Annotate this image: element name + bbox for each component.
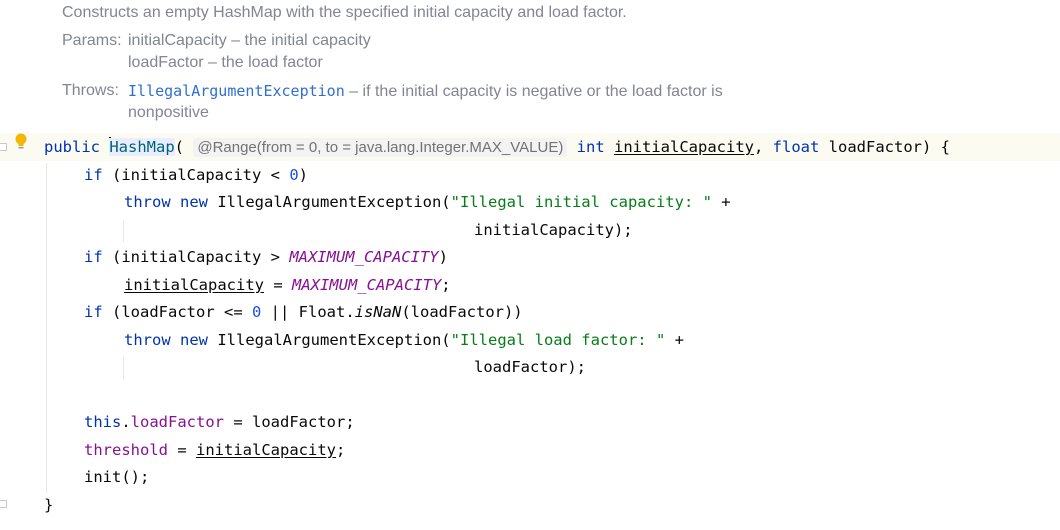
code-line: initialCapacity); bbox=[474, 221, 633, 239]
code-line: if (loadFactor <= 0 || Float.isNaN(loadF… bbox=[84, 303, 523, 321]
code-line: if (initialCapacity > MAXIMUM_CAPACITY) bbox=[84, 248, 448, 266]
code-line: this.loadFactor = loadFactor; bbox=[84, 413, 355, 431]
indent-guide bbox=[123, 357, 124, 379]
doc-throws-type-link[interactable]: IllegalArgumentException bbox=[128, 82, 345, 100]
code-line-closing-brace: } bbox=[44, 496, 54, 514]
range-annotation-hint: @Range(from = 0, to = java.lang.Integer.… bbox=[193, 138, 568, 157]
code-line: loadFactor); bbox=[474, 358, 586, 376]
indent-guide bbox=[46, 163, 47, 493]
doc-throws-label: Throws: bbox=[62, 82, 119, 99]
param-initialcapacity[interactable]: initialCapacity bbox=[614, 138, 754, 156]
fold-marker-close[interactable] bbox=[0, 500, 7, 508]
code-line: threshold = initialCapacity; bbox=[84, 441, 346, 459]
javadoc-panel: Constructs an empty HashMap with the spe… bbox=[0, 0, 1060, 130]
method-name[interactable]: HashMap bbox=[109, 138, 175, 156]
doc-param-initialcapacity: initialCapacity – the initial capacity bbox=[128, 32, 371, 49]
doc-param-loadfactor: loadFactor – the load factor bbox=[128, 54, 323, 71]
indent-guide bbox=[123, 220, 124, 242]
code-line: throw new IllegalArgumentException("Ille… bbox=[124, 193, 731, 211]
fold-marker-open[interactable] bbox=[0, 143, 7, 151]
code-line: init(); bbox=[84, 468, 150, 486]
doc-throws-line: IllegalArgumentException – if the initia… bbox=[128, 81, 723, 102]
code-line: if (initialCapacity < 0) bbox=[84, 166, 308, 184]
doc-throws-text: – if the initial capacity is negative or… bbox=[344, 83, 723, 100]
code-line: initialCapacity = MAXIMUM_CAPACITY; bbox=[124, 276, 451, 294]
lightbulb-icon[interactable] bbox=[14, 133, 28, 151]
code-line-signature: public HashMap( @Range(from = 0, to = ja… bbox=[44, 137, 950, 157]
code-line: throw new IllegalArgumentException("Ille… bbox=[124, 331, 684, 349]
doc-summary: Constructs an empty HashMap with the spe… bbox=[62, 4, 627, 21]
doc-params-label: Params: bbox=[62, 32, 122, 49]
doc-throws-text-cont: nonpositive bbox=[128, 104, 209, 121]
